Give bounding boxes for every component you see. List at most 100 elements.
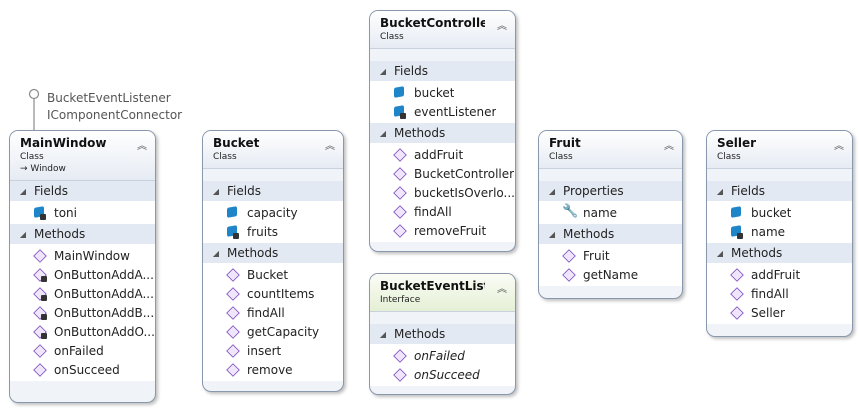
section-label: Methods (227, 246, 279, 260)
section-label: Methods (394, 327, 446, 341)
section-fields[interactable]: ◢Fields (10, 181, 155, 201)
method-icon (729, 305, 745, 321)
section-fields[interactable]: ◢Fields (707, 181, 852, 201)
method-item[interactable]: onSucceed (370, 365, 515, 384)
method-name: Seller (751, 305, 785, 320)
interface-bucketeventlistener[interactable]: BucketEventList... Interface ︽ ◢Methods … (369, 273, 516, 395)
field-icon (729, 205, 745, 221)
method-name: BucketController (414, 166, 515, 181)
method-item[interactable]: onFailed (370, 346, 515, 365)
section-methods[interactable]: ◢Methods (539, 224, 682, 244)
class-title: Fruit (549, 136, 581, 150)
expand-triangle-icon[interactable]: ◢ (548, 186, 556, 196)
method-item[interactable]: Seller (707, 303, 852, 322)
section-fields[interactable]: ◢ Fields (203, 181, 343, 201)
section-methods[interactable]: ◢Methods (707, 243, 852, 263)
private-method-icon (32, 267, 48, 283)
section-label: Fields (227, 184, 261, 198)
method-icon (729, 267, 745, 283)
method-name: addFruit (414, 147, 464, 162)
wrench-icon: 🔧 (562, 203, 579, 219)
method-icon (225, 267, 241, 283)
section-methods[interactable]: ◢Methods (10, 224, 155, 244)
expand-triangle-icon[interactable]: ◢ (716, 186, 724, 196)
class-fruit[interactable]: Fruit Class ︽ ◢Properties 🔧name ◢Methods… (538, 130, 683, 299)
method-item[interactable]: OnButtonAddA... (10, 284, 155, 303)
field-name: eventListener (414, 104, 497, 119)
property-item[interactable]: 🔧 name (539, 203, 682, 222)
section-methods[interactable]: ◢ Methods (203, 243, 343, 263)
private-field-icon (225, 224, 241, 240)
collapse-icon[interactable]: ︽ (497, 284, 507, 295)
method-item[interactable]: OnButtonAddA... (10, 265, 155, 284)
private-method-icon (32, 305, 48, 321)
interface-stereotype: Interface (380, 295, 421, 305)
expand-triangle-icon[interactable]: ◢ (19, 229, 27, 239)
interface-lollipop (28, 88, 40, 130)
method-icon (32, 248, 48, 264)
collapse-icon[interactable]: ︽ (137, 141, 147, 152)
method-icon (561, 248, 577, 264)
collapse-icon[interactable]: ︽ (664, 141, 674, 152)
field-item[interactable]: bucket (707, 203, 852, 222)
section-properties[interactable]: ◢Properties (539, 181, 682, 201)
method-item[interactable]: removeFruit (370, 221, 515, 240)
method-item[interactable]: findAll (370, 202, 515, 221)
expand-triangle-icon[interactable]: ◢ (212, 248, 220, 258)
expand-triangle-icon[interactable]: ◢ (379, 128, 387, 138)
expand-triangle-icon[interactable]: ◢ (716, 248, 724, 258)
method-name: remove (247, 362, 293, 377)
collapse-icon[interactable]: ︽ (497, 21, 507, 32)
class-bucketcontroller[interactable]: BucketController Class ︽ ◢Fields bucket e… (369, 10, 516, 252)
private-field-icon (392, 104, 408, 120)
method-item[interactable]: remove (203, 360, 343, 379)
field-item[interactable]: bucket (370, 83, 515, 102)
method-item[interactable]: addFruit (370, 145, 515, 164)
section-methods[interactable]: ◢ Methods (370, 324, 515, 344)
method-item[interactable]: addFruit (707, 265, 852, 284)
method-name: getCapacity (247, 324, 320, 339)
section-fields[interactable]: ◢Fields (370, 61, 515, 81)
field-item[interactable]: toni (10, 203, 155, 222)
method-item[interactable]: countItems (203, 284, 343, 303)
method-item[interactable]: OnButtonAddO... (10, 322, 155, 341)
collapse-icon[interactable]: ︽ (834, 141, 844, 152)
method-item[interactable]: getCapacity (203, 322, 343, 341)
method-item[interactable]: MainWindow (10, 246, 155, 265)
expand-triangle-icon[interactable]: ◢ (379, 329, 387, 339)
prop-name: name (583, 205, 618, 220)
method-icon (225, 362, 241, 378)
expand-triangle-icon[interactable]: ◢ (212, 186, 220, 196)
field-item[interactable]: name (707, 222, 852, 241)
method-item[interactable]: findAll (203, 303, 343, 322)
method-icon (392, 185, 408, 201)
method-item[interactable]: BucketController (370, 164, 515, 183)
method-icon (392, 223, 408, 239)
method-item[interactable]: Fruit (539, 246, 682, 265)
method-icon (225, 286, 241, 302)
expand-triangle-icon[interactable]: ◢ (379, 66, 387, 76)
method-item[interactable]: Bucket (203, 265, 343, 284)
section-methods[interactable]: ◢Methods (370, 123, 515, 143)
method-item[interactable]: OnButtonAddB... (10, 303, 155, 322)
field-item[interactable]: fruits (203, 222, 343, 241)
method-item[interactable]: findAll (707, 284, 852, 303)
field-item[interactable]: eventListener (370, 102, 515, 121)
expand-triangle-icon[interactable]: ◢ (19, 186, 27, 196)
method-name: OnButtonAddA... (54, 286, 154, 301)
field-item[interactable]: capacity (203, 203, 343, 222)
method-item[interactable]: onFailed (10, 341, 155, 360)
expand-triangle-icon[interactable]: ◢ (548, 229, 556, 239)
class-stereotype: Class (380, 32, 404, 42)
method-item[interactable]: onSucceed (10, 360, 155, 379)
class-stereotype: Class (213, 152, 237, 162)
method-item[interactable]: bucketIsOverlo... (370, 183, 515, 202)
method-item[interactable]: insert (203, 341, 343, 360)
class-title: Seller (717, 136, 757, 150)
collapse-icon[interactable]: ︽ (325, 141, 335, 152)
method-item[interactable]: getName (539, 265, 682, 284)
method-name: findAll (751, 286, 789, 301)
class-mainwindow[interactable]: MainWindow Class → Window ︽ ◢Fields toni… (9, 130, 156, 403)
